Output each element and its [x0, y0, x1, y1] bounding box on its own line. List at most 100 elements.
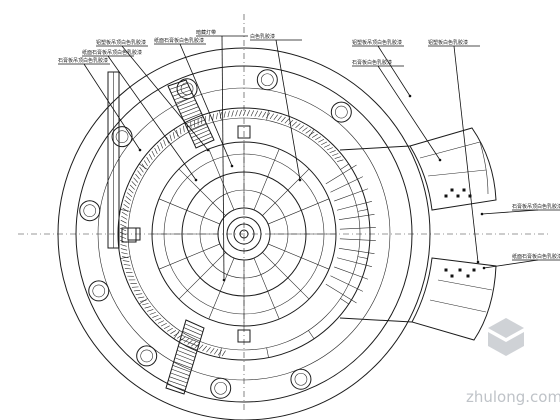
hatch-stroke: [187, 339, 193, 345]
stair-tread: [170, 372, 189, 380]
column-inner-circle: [214, 381, 227, 395]
leader-end-dot: [230, 164, 234, 168]
hatch-stroke: [123, 264, 131, 266]
hatch-stroke: [157, 145, 161, 152]
stair-tread: [177, 99, 196, 107]
ring-tick: [139, 163, 148, 170]
radial-spoke: [158, 243, 221, 270]
radial-spoke: [253, 148, 280, 211]
radial-spokes: [120, 110, 368, 358]
hatch-stroke: [208, 114, 210, 122]
hatch-stroke: [311, 133, 318, 138]
hatch-stroke: [135, 173, 140, 180]
hatch-stroke: [120, 219, 127, 224]
hatch-stroke: [122, 207, 129, 212]
hatch-stroke: [120, 248, 128, 251]
stair-tread: [174, 93, 193, 101]
hatch-stroke: [133, 290, 141, 292]
hatch-stroke: [258, 111, 263, 118]
stair-tread: [194, 136, 213, 145]
hatch-stroke: [155, 317, 162, 321]
stair-tread: [169, 376, 188, 384]
hatch-stroke: [246, 110, 250, 117]
radial-spoke: [267, 198, 330, 225]
stair-tread: [180, 338, 199, 347]
callout-label: 石膏板白色乳胶漆: [352, 59, 392, 66]
column-inner-circle: [335, 105, 348, 119]
column-circle: [256, 69, 278, 91]
hatch-stroke: [141, 163, 146, 170]
fixture-dot: [450, 188, 454, 192]
stair-upper-left: [167, 79, 215, 149]
hatch-stroke: [266, 112, 271, 119]
seating-step: [339, 238, 376, 241]
hatch-stroke: [212, 113, 214, 121]
callout-label: 铝塑板白色乳胶漆: [428, 39, 468, 46]
column-circle: [111, 126, 133, 148]
hatch-stroke: [217, 349, 222, 356]
callout-annotations: 铝塑板吊顶白色乳胶漆纸面石膏板吊顶白色乳胶漆石膏板吊顶白色乳胶漆纸面石膏板白色乳…: [58, 29, 560, 282]
hatch-stroke: [242, 109, 246, 117]
leader-line: [121, 45, 209, 151]
hatch-stroke: [202, 345, 208, 352]
ring-markers: [127, 125, 251, 343]
hatch-stroke: [179, 127, 182, 135]
hatch-stroke: [305, 129, 312, 134]
hatch-stroke: [180, 336, 186, 341]
leader-line: [377, 65, 441, 161]
radial-spoke: [208, 257, 235, 320]
stair-tread: [183, 113, 202, 121]
hatch-stroke: [288, 119, 294, 125]
radial-spoke: [178, 168, 226, 216]
hatch-stroke: [151, 150, 156, 157]
hatch-stroke: [148, 153, 153, 160]
hatch-stroke: [147, 309, 154, 312]
hatch-stroke: [119, 236, 127, 239]
hatch-stroke: [219, 112, 222, 119]
hatch-stroke: [326, 147, 333, 151]
hatch-stroke: [250, 110, 255, 117]
stair-tread: [167, 383, 186, 391]
stair-tread: [175, 353, 195, 362]
hatch-stroke: [239, 109, 242, 117]
hatch-stroke: [332, 153, 339, 156]
hatch-stroke: [206, 346, 211, 353]
leader-line: [453, 45, 479, 263]
callout-label: 铝塑板吊顶白色乳胶漆: [96, 39, 146, 46]
radial-spoke: [253, 257, 280, 320]
leader-line: [481, 209, 539, 215]
leader-line: [107, 55, 197, 181]
hatch-stroke: [334, 156, 341, 159]
hatch-stroke: [120, 223, 127, 228]
column-circle: [290, 368, 312, 390]
callout-label: 纸面石膏板白色乳胶漆: [512, 253, 560, 260]
ring-tick: [266, 110, 269, 121]
hatch-stroke: [154, 147, 158, 155]
leader-end-dot: [482, 266, 486, 270]
seating-step: [339, 227, 376, 230]
seating-step: [330, 275, 363, 292]
fixture-dot: [450, 274, 454, 278]
hatch-stroke: [227, 110, 230, 118]
stair-tread: [172, 89, 191, 97]
ring-tick: [173, 330, 180, 339]
stair-tread: [179, 342, 198, 351]
right-entrance-wing: [339, 127, 497, 341]
seating-step: [330, 176, 363, 193]
callout-label: 纸面石膏板吊顶白色乳胶漆: [82, 49, 142, 56]
leader-line: [483, 259, 539, 269]
left-vertical-panel: [107, 71, 137, 249]
stair-tread: [177, 349, 196, 358]
fixture-dot: [472, 268, 476, 272]
hatch-stroke: [315, 136, 321, 141]
ring-tick: [340, 163, 349, 170]
stair-tread: [181, 109, 201, 118]
leader-end-dot: [408, 94, 412, 98]
column-inner-circle: [294, 372, 308, 386]
ring-tick: [308, 129, 315, 138]
hatch-stroke: [160, 322, 167, 327]
callout-label: 石膏板吊顶白色乳胶漆: [512, 203, 560, 210]
hatch-stroke: [126, 192, 133, 198]
leader-line: [377, 45, 411, 97]
hatch-stroke: [170, 330, 177, 335]
